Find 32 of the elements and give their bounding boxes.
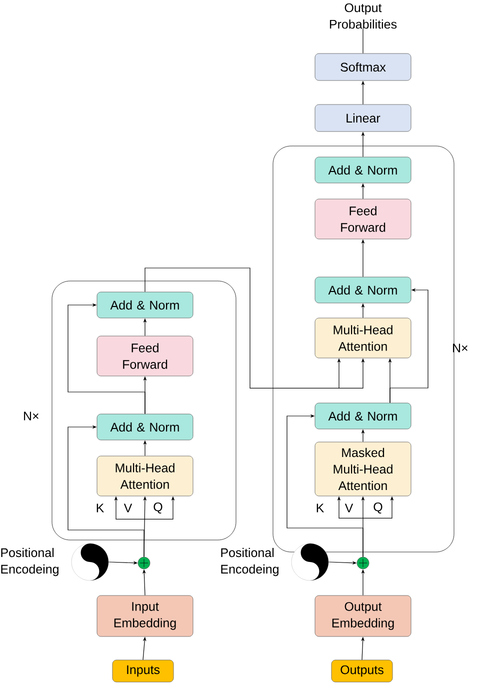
process-box: Add & Norm (96, 292, 194, 318)
input-label: Q (374, 502, 382, 514)
process-box: Feed Forward (314, 198, 412, 240)
process-box: Masked Multi-Head Attention (314, 442, 412, 496)
process-box: Softmax (314, 53, 412, 81)
process-box: Add & Norm (314, 156, 412, 184)
arrow (286, 414, 364, 558)
node-caption: Positional Encodeing (1, 548, 58, 576)
input-label: V (124, 504, 132, 512)
process-box: Input Embedding (96, 595, 194, 637)
repeat-label: N× (453, 344, 468, 352)
process-box: Add & Norm (314, 402, 412, 430)
sum-circle (356, 556, 370, 570)
output-text: Output Probabilities (330, 3, 397, 29)
input-label: Q (154, 502, 162, 514)
input-label: V (344, 504, 354, 512)
input-label: K (96, 504, 104, 512)
input-label: K (316, 504, 324, 512)
node-caption: Positional Encodeing (221, 548, 278, 576)
process-box: Add & Norm (314, 276, 412, 304)
arrow (68, 425, 144, 558)
process-box: Output Embedding (314, 595, 412, 637)
arrow (68, 303, 146, 414)
process-box: Multi-Head Attention (96, 456, 194, 496)
repeat-label: N× (24, 412, 38, 420)
process-box: Inputs (112, 660, 174, 682)
process-box: Add & Norm (96, 414, 194, 440)
process-box: Feed Forward (96, 336, 194, 376)
process-box: Linear (314, 104, 412, 132)
sum-circle (138, 556, 150, 570)
process-box: Outputs (331, 660, 393, 682)
process-box: Multi-Head Attention (314, 318, 412, 358)
